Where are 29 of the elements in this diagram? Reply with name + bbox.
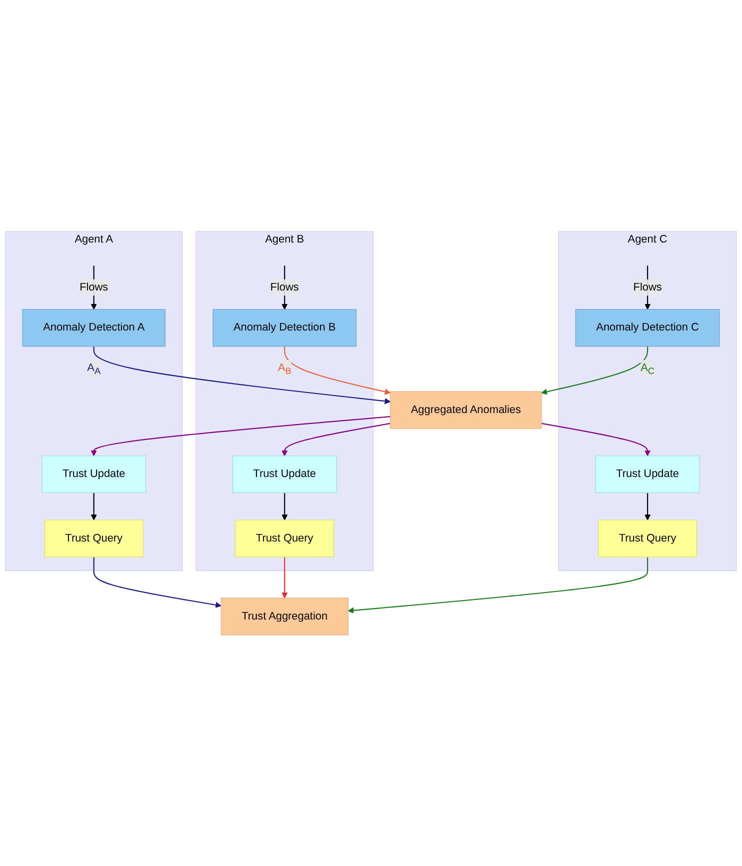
arrow: [541, 346, 648, 394]
node-box: Aggregated Anomalies: [390, 391, 542, 429]
node-box: Trust Query: [598, 520, 698, 558]
arrow: [282, 492, 288, 520]
edge-label: Flows: [80, 281, 108, 293]
arrow: [93, 346, 391, 404]
edge-label: A$_{C}$: [640, 362, 654, 376]
arrow: [644, 492, 651, 520]
edge-label: Flows: [633, 281, 662, 293]
arrow: [90, 416, 390, 456]
arrow: [541, 422, 651, 456]
node-box: Anomaly Detection C: [575, 308, 720, 346]
edge-label: A$_{B}$: [278, 362, 292, 376]
node-box: Anomaly Detection A: [22, 308, 166, 346]
arrow: [90, 492, 97, 520]
node-box: Trust Query: [235, 520, 334, 558]
node-box: Trust Query: [44, 520, 144, 558]
node-box: Trust Update: [42, 455, 146, 493]
arrow: [284, 346, 391, 394]
arrow: [93, 556, 222, 608]
node-box: Trust Aggregation: [220, 597, 348, 636]
node-box: Anomaly Detection B: [212, 308, 357, 346]
node-box: Trust Update: [232, 455, 337, 493]
node-box: Trust Update: [595, 455, 700, 493]
edge-label: Flows: [270, 281, 299, 293]
arrow: [282, 422, 390, 456]
arrow: [348, 556, 648, 614]
edge-label: A$_{A}$: [87, 362, 101, 376]
arrow: [282, 556, 288, 598]
